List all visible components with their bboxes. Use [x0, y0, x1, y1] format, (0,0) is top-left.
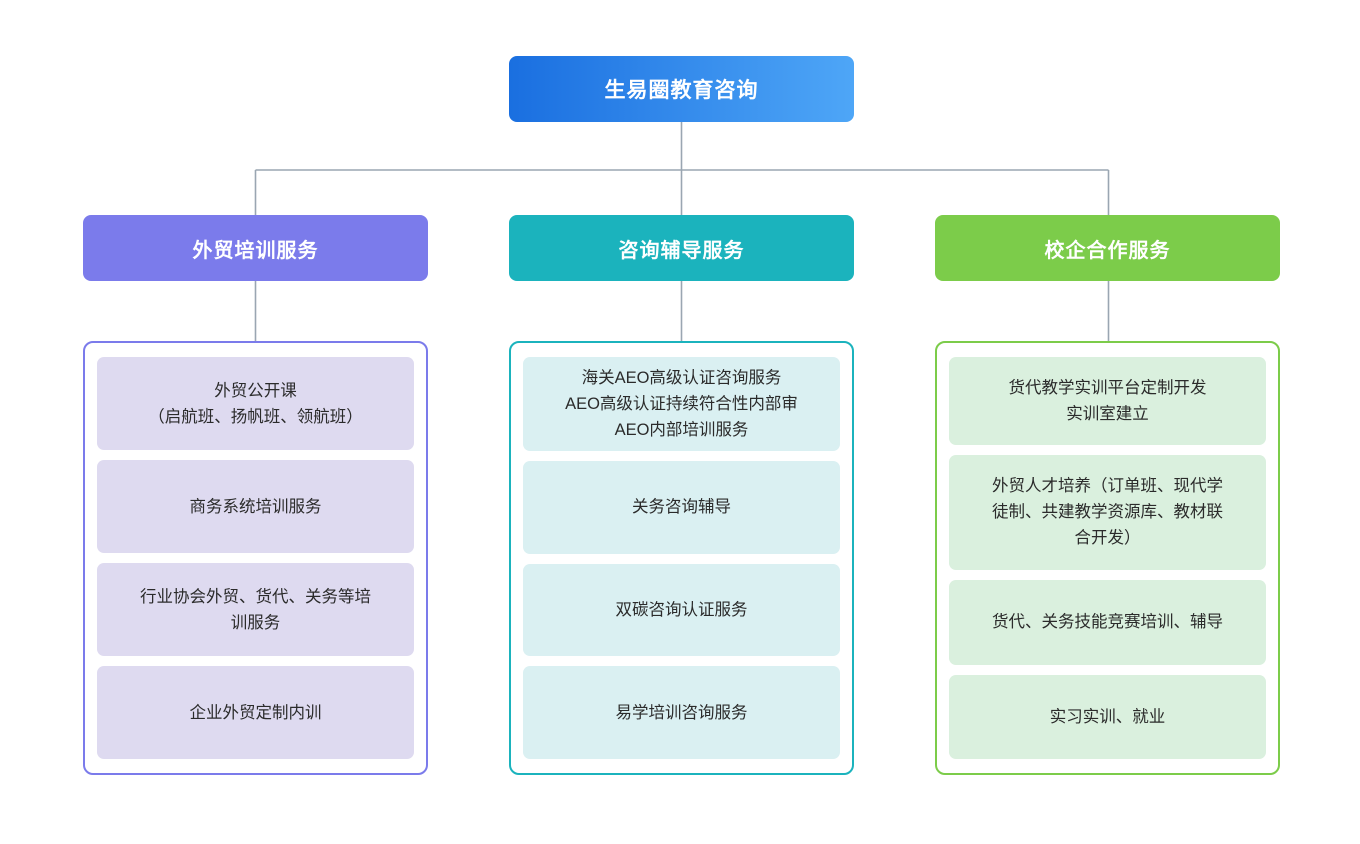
- branch-header-2[interactable]: 校企合作服务: [935, 215, 1280, 281]
- service-item-line: 商务系统培训服务: [189, 497, 322, 516]
- service-item-line: 货代、关务技能竞赛培训、辅导: [992, 613, 1223, 632]
- branch-column-1: 咨询辅导服务 海关AEO高级认证咨询服务 AEO高级认证持续符合性内部审 AEO内部…: [509, 215, 854, 775]
- service-item-label: 实习实训、就业: [1050, 704, 1166, 730]
- branch-header-label-1: 咨询辅导服务: [618, 239, 745, 262]
- service-item-line: 实习实训、就业: [1049, 707, 1166, 726]
- service-item-line: 货代教学实训平台定制开发: [1008, 378, 1207, 397]
- service-item-0-3[interactable]: 企业外贸定制内训: [97, 666, 414, 759]
- service-item-line: 关务咨询辅导: [632, 498, 731, 517]
- service-item-line: 易学培训咨询服务: [615, 703, 748, 722]
- root-node-label: 生易圈教育咨询: [604, 79, 759, 102]
- service-item-label: 商务系统培训服务: [190, 494, 322, 520]
- branch-header-0[interactable]: 外贸培训服务: [83, 215, 428, 281]
- service-item-line: 行业协会外贸、货代、关务等培: [140, 587, 371, 606]
- service-item-line: （启航班、扬帆班、领航班）: [148, 407, 363, 426]
- service-item-1-3[interactable]: 易学培训咨询服务: [523, 666, 840, 760]
- service-item-line: AEO高级认证持续符合性内部审: [565, 395, 798, 413]
- service-item-line: 海关AEO高级认证咨询服务: [581, 369, 782, 387]
- service-item-line: 企业外贸定制内训: [189, 703, 322, 722]
- service-item-label: 企业外贸定制内训: [190, 700, 322, 726]
- service-item-label: 海关AEO高级认证咨询服务 AEO高级认证持续符合性内部审 AEO内部培训服务: [565, 365, 798, 443]
- branch-body-0: 外贸公开课 （启航班、扬帆班、领航班） 商务系统培训服务行业协会外贸、货代、关务等培…: [83, 341, 428, 775]
- service-item-2-1[interactable]: 外贸人才培养（订单班、现代学徒制、共建教学资源库、教材联合开发）: [949, 454, 1266, 571]
- service-item-label: 易学培训咨询服务: [616, 700, 748, 726]
- service-item-line: 徒制、共建教学资源库、教材联: [992, 503, 1223, 522]
- branch-header-label-0: 外贸培训服务: [192, 239, 319, 262]
- branch-header-label-2: 校企合作服务: [1044, 239, 1171, 262]
- branch-header-1[interactable]: 咨询辅导服务: [509, 215, 854, 281]
- service-item-line: AEO内部培训服务: [614, 421, 749, 439]
- service-item-2-3[interactable]: 实习实训、就业: [949, 674, 1266, 759]
- service-item-line: 合开发）: [1074, 529, 1141, 548]
- service-item-line: 外贸公开课: [214, 381, 297, 400]
- service-item-1-1[interactable]: 关务咨询辅导: [523, 461, 840, 554]
- service-item-1-0[interactable]: 海关AEO高级认证咨询服务 AEO高级认证持续符合性内部审 AEO内部培训服务: [523, 357, 840, 451]
- branch-column-2: 校企合作服务 货代教学实训平台定制开发实训室建立外贸人才培养（订单班、现代学徒制…: [935, 215, 1280, 775]
- service-item-0-1[interactable]: 商务系统培训服务: [97, 460, 414, 553]
- service-item-label: 外贸公开课 （启航班、扬帆班、领航班）: [148, 378, 363, 430]
- branch-body-1: 海关AEO高级认证咨询服务 AEO高级认证持续符合性内部审 AEO内部培训服务关务咨…: [509, 341, 854, 775]
- service-item-line: 训服务: [230, 613, 281, 632]
- service-item-label: 关务咨询辅导: [632, 494, 731, 520]
- service-item-label: 行业协会外贸、货代、关务等培训服务: [140, 584, 371, 636]
- service-item-line: 双碳咨询认证服务: [615, 601, 748, 619]
- branch-column-0: 外贸培训服务 外贸公开课 （启航班、扬帆班、领航班） 商务系统培训服务行业协会外贸、…: [83, 215, 428, 775]
- service-item-label: 双碳咨询认证服务: [616, 597, 748, 623]
- service-item-label: 货代教学实训平台定制开发实训室建立: [1009, 375, 1207, 427]
- service-item-label: 外贸人才培养（订单班、现代学徒制、共建教学资源库、教材联合开发）: [992, 473, 1223, 551]
- branch-body-2: 货代教学实训平台定制开发实训室建立外贸人才培养（订单班、现代学徒制、共建教学资源…: [935, 341, 1280, 775]
- service-item-2-2[interactable]: 货代、关务技能竞赛培训、辅导: [949, 580, 1266, 665]
- service-item-2-0[interactable]: 货代教学实训平台定制开发实训室建立: [949, 357, 1266, 445]
- service-item-0-2[interactable]: 行业协会外贸、货代、关务等培训服务: [97, 563, 414, 656]
- service-item-line: 实训室建立: [1066, 404, 1149, 423]
- service-item-0-0[interactable]: 外贸公开课 （启航班、扬帆班、领航班）: [97, 357, 414, 450]
- service-item-label: 货代、关务技能竞赛培训、辅导: [992, 609, 1223, 635]
- service-item-line: 外贸人才培养（订单班、现代学: [992, 477, 1223, 496]
- service-item-1-2[interactable]: 双碳咨询认证服务: [523, 563, 840, 657]
- root-node[interactable]: 生易圈教育咨询: [509, 56, 854, 122]
